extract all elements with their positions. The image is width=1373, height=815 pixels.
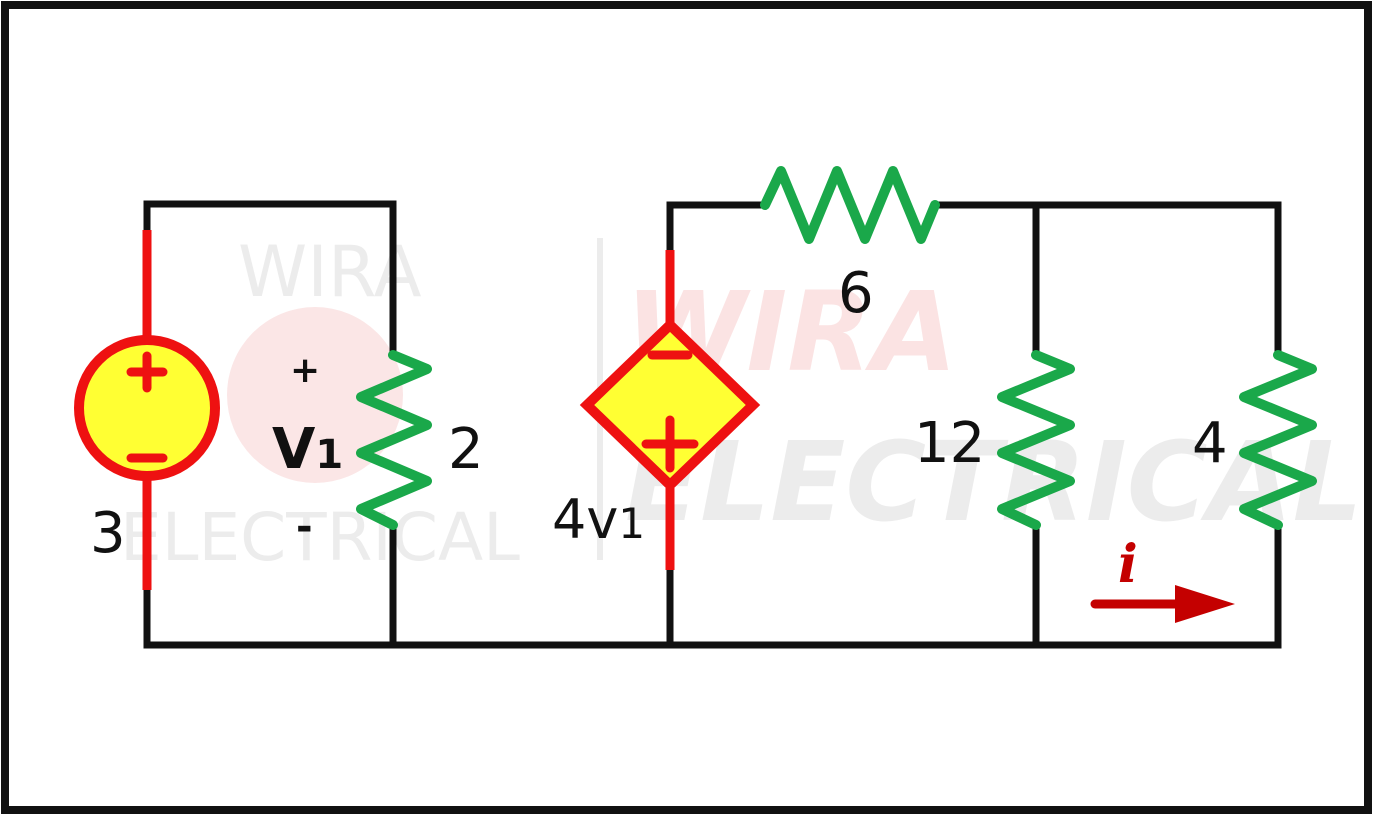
v1-plus-sign: + xyxy=(290,350,320,391)
r2-value-label: 2 xyxy=(448,417,484,482)
r4-value-label: 4 xyxy=(1192,411,1228,476)
watermark-logo xyxy=(227,307,403,483)
wire-bottom-rail xyxy=(143,521,1282,649)
v1-label: V1 xyxy=(272,417,343,482)
source-circle xyxy=(74,335,220,481)
resistor-12 xyxy=(997,350,1075,530)
dependent-voltage-source xyxy=(579,250,761,570)
dep-source-label: 4v1 xyxy=(552,488,645,551)
current-label: i xyxy=(1118,534,1138,595)
wires xyxy=(143,200,1282,649)
resistors xyxy=(356,166,1317,530)
wire-top-right xyxy=(931,201,1282,359)
resistor-2 xyxy=(356,350,432,530)
r12-value-label: 12 xyxy=(914,411,985,476)
resistor-4 xyxy=(1239,350,1317,530)
r6-value-label: 6 xyxy=(838,261,874,326)
watermark-text-large-2: ELECTRICAL xyxy=(625,418,1363,546)
wire-left-top xyxy=(143,200,397,359)
dep-diamond xyxy=(579,318,761,492)
wire-dep-top xyxy=(666,201,769,254)
current-arrow xyxy=(1090,585,1235,623)
arrow-head-icon xyxy=(1175,585,1235,623)
source-value-label: 3 xyxy=(90,501,126,566)
resistor-6 xyxy=(760,166,940,244)
watermark-text-small-2: ELECTRICAL xyxy=(120,499,520,576)
v1-minus-sign: - xyxy=(296,504,313,550)
voltage-source-3 xyxy=(74,230,220,590)
